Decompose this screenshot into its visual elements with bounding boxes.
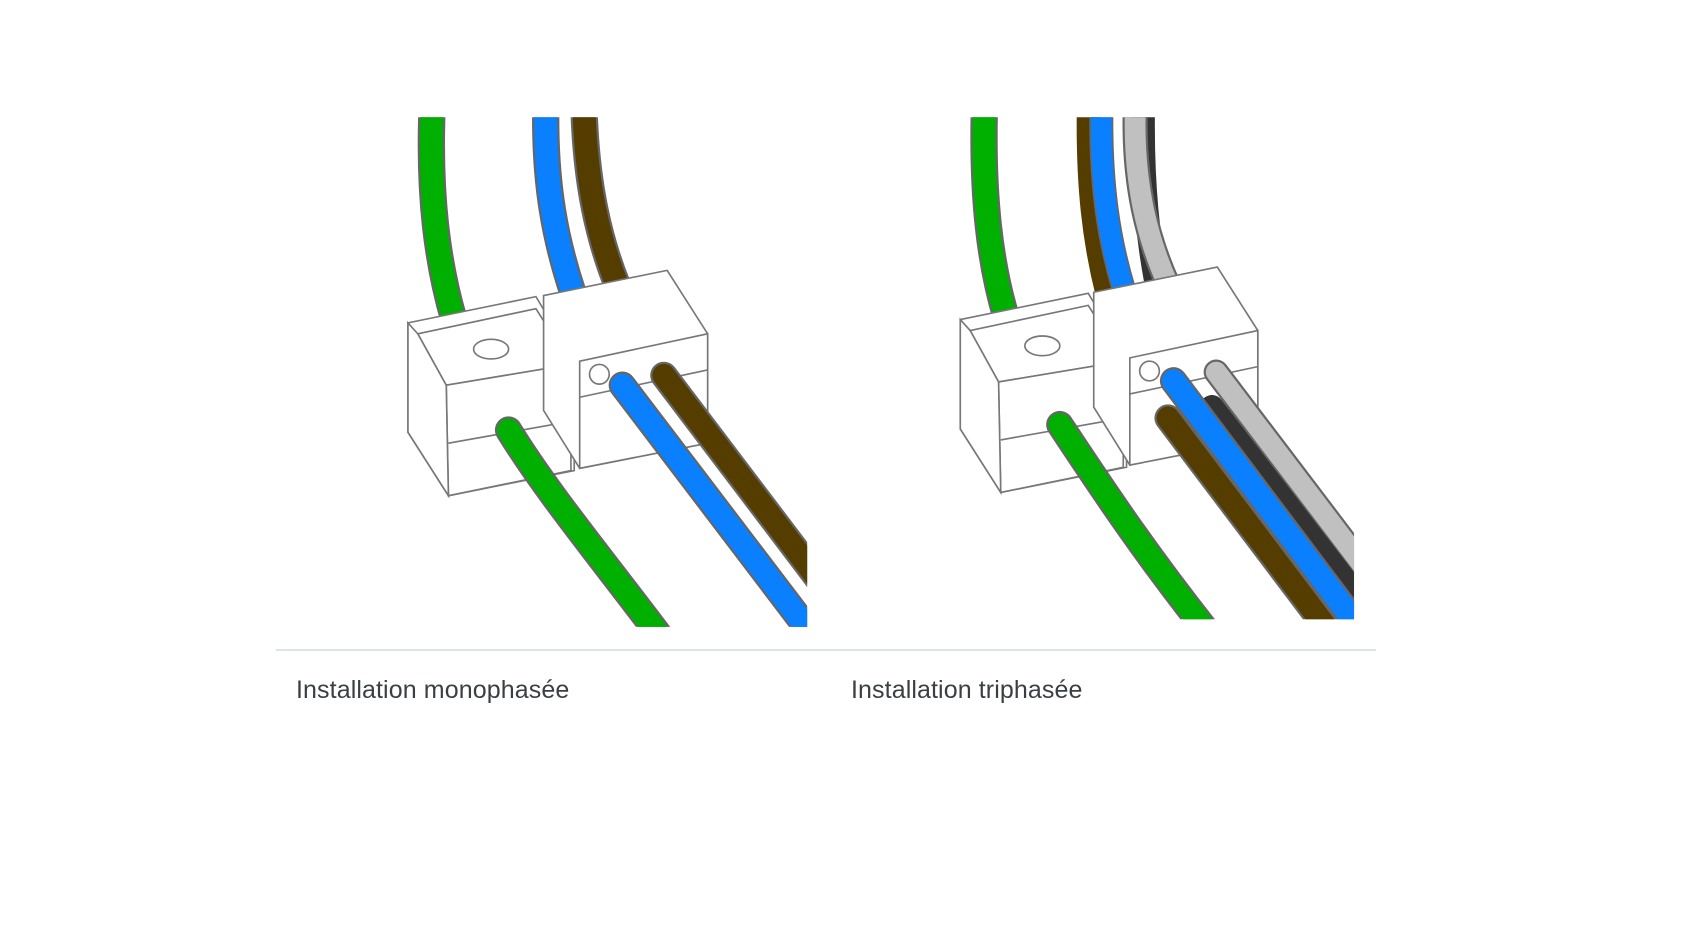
lower-wires — [494, 361, 808, 627]
caption-single-phase: Installation monophasée — [296, 676, 570, 704]
single-phase-illustration — [407, 117, 808, 627]
lower-wires — [1046, 359, 1355, 620]
divider-line — [276, 649, 1376, 651]
terminal-block-phase — [542, 269, 709, 470]
upper-wires — [970, 117, 1180, 322]
brand-logo-icon — [1138, 360, 1161, 382]
three-phase-illustration — [959, 117, 1355, 620]
brand-logo-icon — [588, 363, 611, 385]
caption-three-phase: Installation triphasée — [851, 676, 1083, 704]
upper-wires — [417, 117, 631, 324]
